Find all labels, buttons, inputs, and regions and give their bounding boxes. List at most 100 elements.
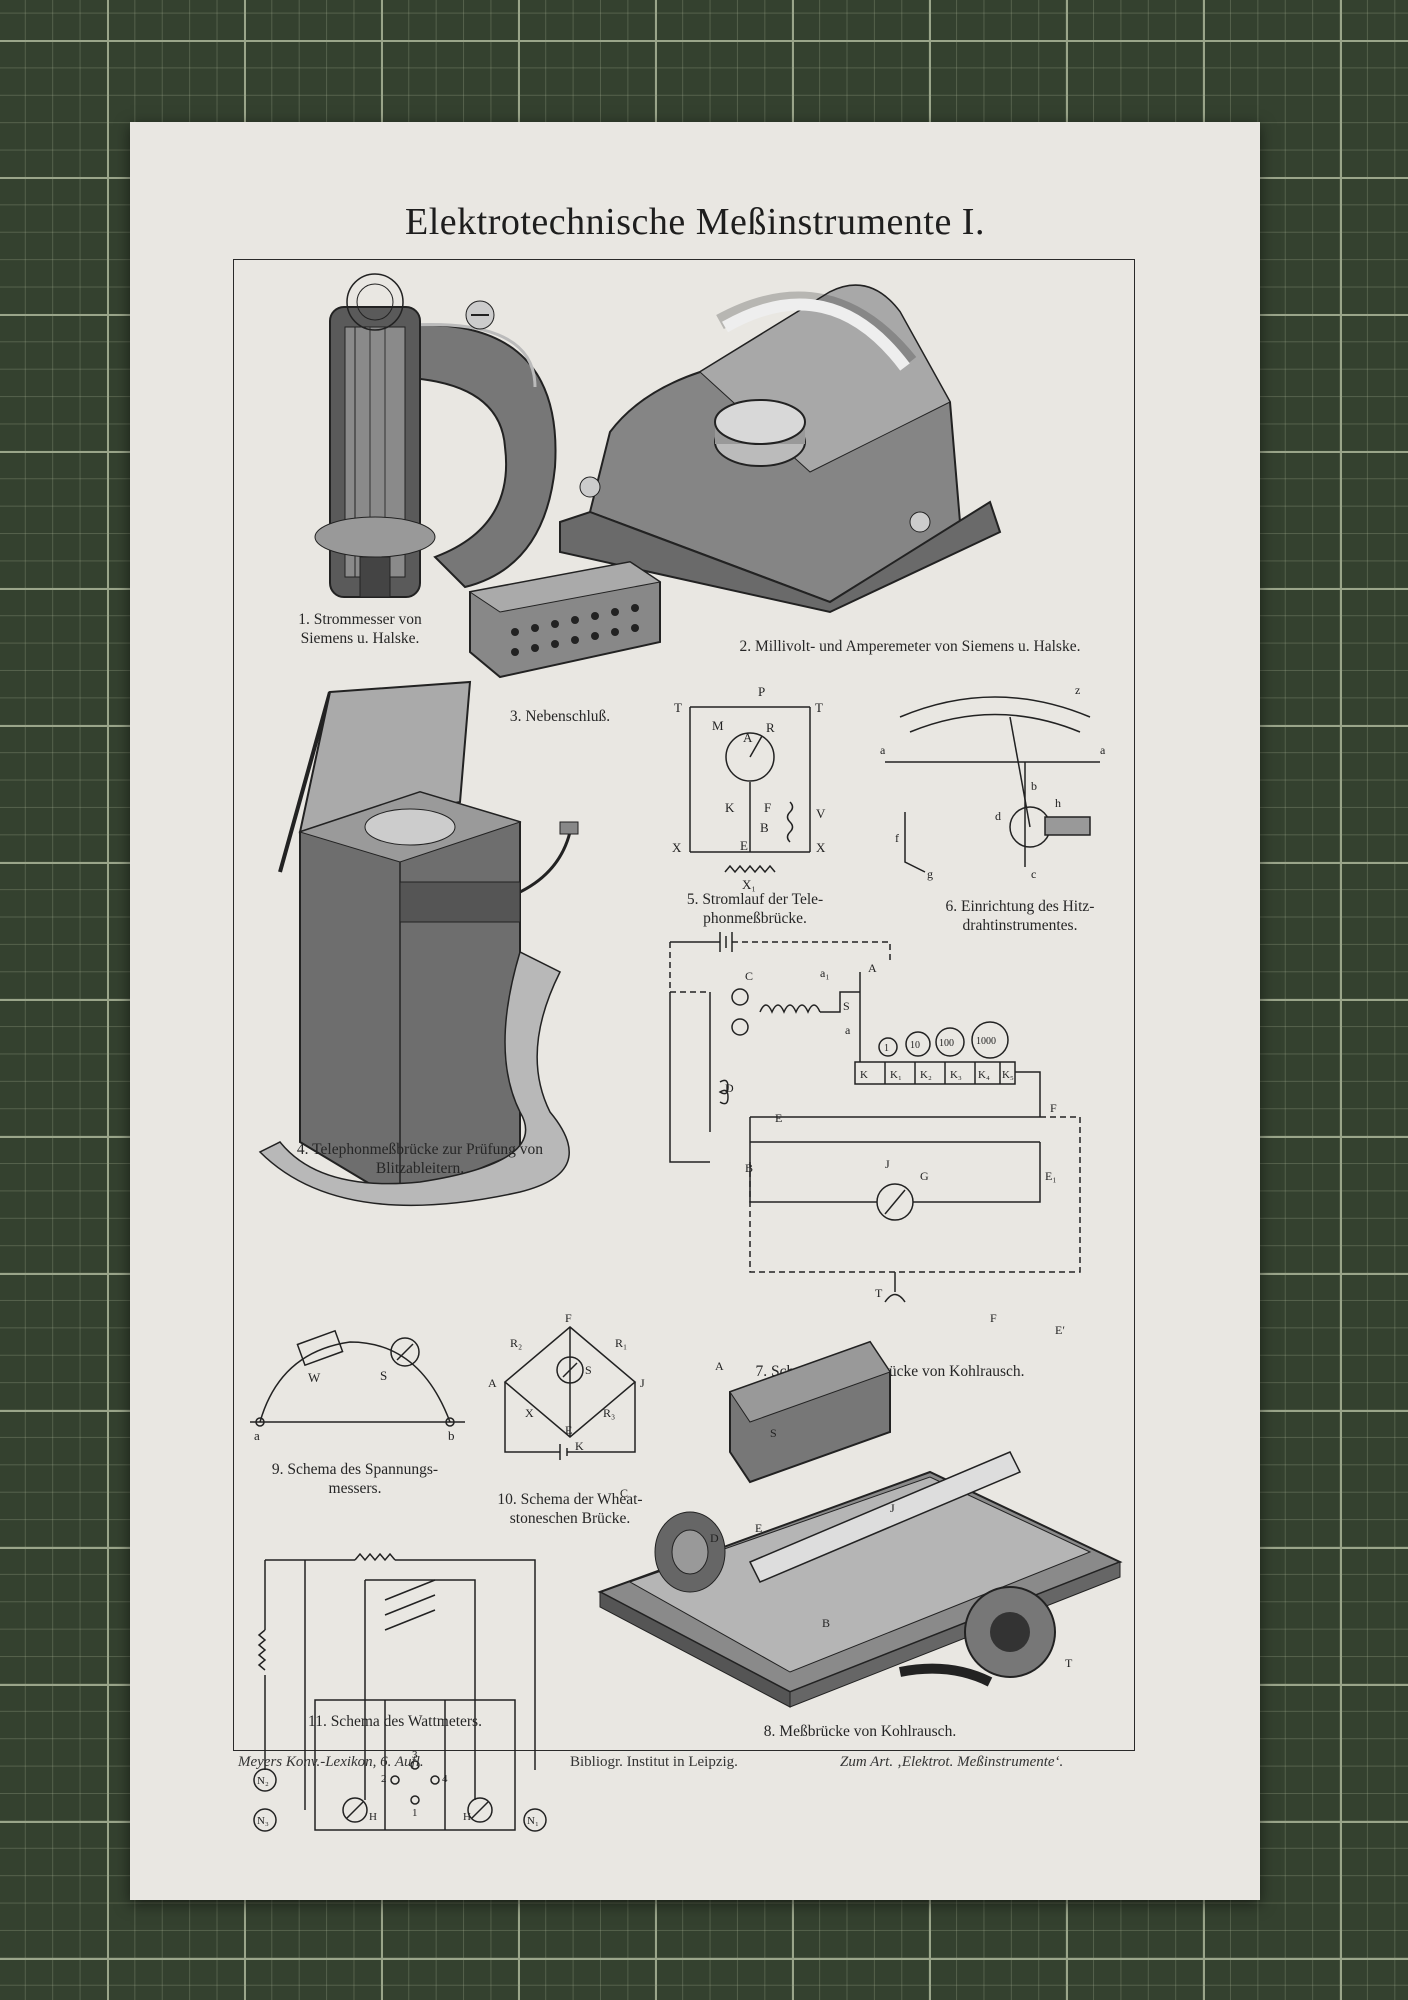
page-title: Elektrotechnische Meßinstrumente I. (405, 201, 985, 243)
fig10-label-r1: R₁ (615, 1336, 627, 1350)
fig2-millivoltmeter-illustration (559, 284, 1002, 614)
fig5-label-m: M (712, 718, 724, 733)
fig9-voltmeter-schematic: W S a b (250, 1329, 465, 1443)
fig8-label-s: S (770, 1426, 777, 1440)
fig9-caption-line1: 9. Schema des Spannungs- (271, 1461, 439, 1478)
fig5-caption-line1: 5. Stromlauf der Tele- (686, 891, 824, 908)
print-sheet: Elektrotechnische Meßinstrumente I. 1. S… (130, 122, 1260, 1900)
fig9-label-w: W (308, 1370, 321, 1385)
footer-left: Meyers Konv.-Lexikon, 6. Aufl. (238, 1754, 424, 1770)
fig5-label-b: B (760, 820, 769, 835)
fig7-label-resistor-1000: 1000 (976, 1036, 996, 1047)
fig3-caption: 3. Nebenschluß. (509, 708, 611, 725)
fig11-label-3: 3 (412, 1749, 418, 1761)
fig6-label-b: b (1031, 779, 1037, 793)
fig6-label-c: c (1031, 867, 1036, 881)
fig6-caption-line1: 6. Einrichtung des Hitz- (945, 898, 1095, 915)
fig10-label-f: F (565, 1311, 572, 1325)
fig7-label-f: F (1050, 1101, 1057, 1115)
fig9-label-b: b (448, 1428, 455, 1443)
fig10-label-e: E (565, 1423, 572, 1437)
footer-center: Bibliogr. Institut in Leipzig. (570, 1754, 738, 1770)
fig7-bridge-schematic: C a₁ A S a D E F B J G E₁ T K K₁ K₂ K₃ K… (669, 932, 1081, 1303)
fig5-label-r: R (766, 720, 775, 735)
fig7-label-c: C (745, 969, 753, 983)
fig9-caption-line2: messers. (328, 1480, 382, 1497)
fig10-label-j: J (640, 1376, 645, 1390)
fig8-label-d: D (710, 1531, 719, 1545)
fig10-caption: 10. Schema der Wheat- stoneschen Brücke. (475, 1490, 665, 1528)
fig7-label-k4: K₄ (978, 1069, 990, 1081)
fig8-label-b: B (822, 1616, 830, 1630)
fig11-label-n2: N₂ (257, 1775, 269, 1787)
fig5-label-t2: T (815, 700, 823, 715)
fig6-label-g: g (927, 867, 933, 881)
fig11-label-1: 1 (412, 1807, 418, 1819)
fig11-label-2: 2 (381, 1773, 387, 1785)
fig9-label-a: a (254, 1428, 260, 1443)
fig6-label-a-right: a (1100, 743, 1106, 757)
fig6-label-h: h (1055, 796, 1061, 810)
fig5-caption: 5. Stromlauf der Tele- phonmeßbrücke. (665, 890, 845, 928)
fig10-wheatstone-schematic: F R₂ R₁ A J S X R₃ E K (488, 1311, 645, 1460)
fig8-label-j: J (890, 1501, 895, 1515)
fig11-label-4: 4 (442, 1773, 448, 1785)
fig11-label-h-right: H (463, 1811, 471, 1823)
fig7-label-g: G (920, 1169, 929, 1183)
fig4-caption: 4. Telephonmeßbrücke zur Prüfung von Bli… (255, 1140, 585, 1178)
fig7-label-k: K (860, 1069, 868, 1081)
fig7-label-resistor-100: 100 (939, 1038, 954, 1049)
fig10-caption-line2: stoneschen Brücke. (509, 1510, 631, 1527)
fig9-caption: 9. Schema des Spannungs- messers. (240, 1460, 470, 1498)
fig5-label-x1: X₁ (742, 877, 756, 892)
fig5-label-p: P (758, 684, 765, 699)
fig10-label-s: S (585, 1363, 592, 1377)
fig6-label-a-left: a (880, 743, 886, 757)
fig7-label-k3: K₃ (950, 1069, 962, 1081)
fig4-caption-line2: Blitzableitern. (375, 1160, 465, 1177)
fig1-caption-line2: Siemens u. Halske. (300, 630, 420, 647)
fig8-label-c: C (620, 1486, 628, 1500)
fig5-label-x-right: X (816, 840, 826, 855)
fig6-label-f: f (895, 831, 899, 845)
fig7-label-e1: E₁ (1045, 1169, 1057, 1183)
fig1-ammeter-illustration (314, 273, 557, 598)
footer-right: Zum Art. ‚Elektrot. Meßinstrumente‘. (840, 1754, 1064, 1770)
plate-frame (233, 259, 1135, 1751)
fig5-circuit-diagram: P T T M A R K F V B E X X X₁ (672, 684, 826, 892)
fig5-label-x-left: X (672, 840, 682, 855)
fig5-label-f: F (764, 800, 771, 815)
fig8-label-t: T (1065, 1656, 1073, 1670)
fig2-caption: 2. Millivolt- und Amperemeter von Siemen… (739, 638, 1081, 655)
fig5-caption-line2: phonmeßbrücke. (703, 910, 807, 927)
fig8-kohlrausch-bridge-illustration: A F E′ S C D E J B T (597, 1311, 1123, 1708)
fig7-label-a1: a₁ (820, 966, 830, 980)
fig5-label-e: E (740, 838, 748, 853)
fig7-label-k2: K₂ (920, 1069, 932, 1081)
fig7-label-j: J (885, 1157, 890, 1171)
fig10-label-x: X (525, 1406, 534, 1420)
fig10-label-a: A (488, 1376, 497, 1390)
fig10-label-r3: R₃ (603, 1406, 615, 1420)
fig4-telephone-bridge-illustration (258, 680, 579, 1207)
fig11-label-n1: N₁ (527, 1815, 539, 1827)
fig7-label-a: A (868, 961, 877, 975)
fig6-label-d: d (995, 809, 1001, 823)
fig6-caption: 6. Einrichtung des Hitz- drahtinstrument… (920, 897, 1120, 935)
fig7-label-s: S (843, 999, 850, 1013)
fig9-label-s: S (380, 1368, 387, 1383)
fig10-caption-line1: 10. Schema der Wheat- (497, 1491, 643, 1508)
fig7-label-t: T (875, 1286, 883, 1300)
fig5-label-a: A (743, 730, 753, 745)
fig10-label-k: K (575, 1439, 584, 1453)
fig11-label-n3: N₃ (257, 1815, 269, 1827)
fig5-label-k: K (725, 800, 735, 815)
fig8-label-f: F (990, 1311, 997, 1325)
fig7-label-resistor-1: 1 (884, 1043, 889, 1054)
fig6-hot-wire-diagram: a a z b h d f g c (880, 683, 1106, 881)
fig5-label-v: V (816, 806, 826, 821)
fig8-label-e-prime: E′ (1055, 1323, 1065, 1337)
fig7-label-b: B (745, 1161, 753, 1175)
fig8-label-e: E (755, 1521, 762, 1535)
fig7-label-k1: K₁ (890, 1069, 902, 1081)
